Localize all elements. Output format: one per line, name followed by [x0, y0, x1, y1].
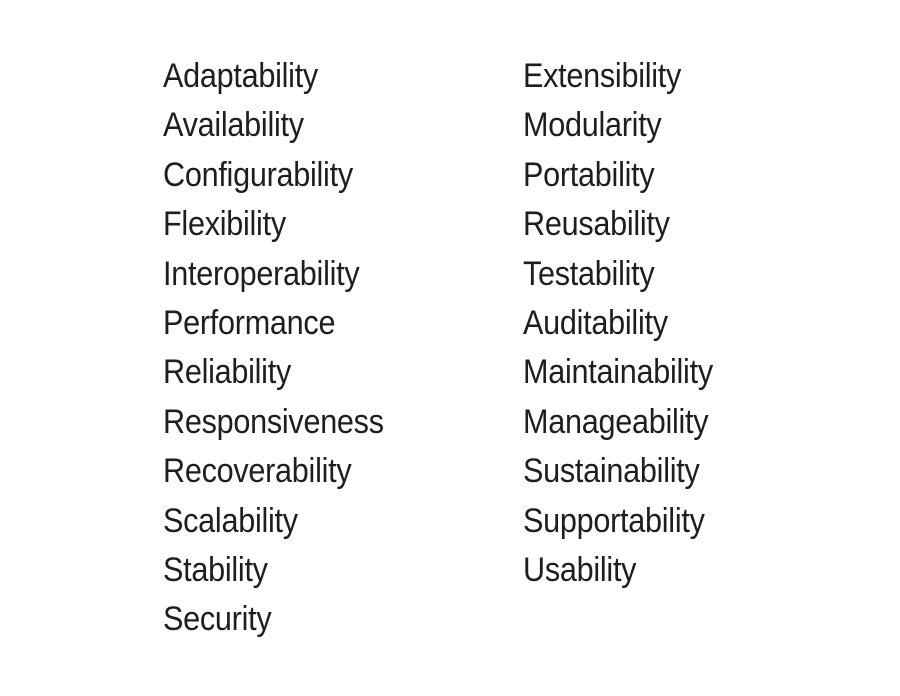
list-item: Extensibility — [523, 57, 682, 95]
list-item: Manageability — [523, 402, 709, 441]
list-item: Performance — [163, 303, 336, 342]
list-item: Adaptability — [163, 57, 318, 95]
list-item: Security — [163, 600, 272, 639]
list-item: Recoverability — [163, 452, 352, 491]
list-item: Scalability — [163, 501, 298, 540]
list-item: Maintainability — [523, 353, 713, 392]
list-item: Availability — [163, 106, 304, 145]
list-item: Testability — [523, 254, 655, 293]
list-item: Reusability — [523, 205, 670, 244]
list-item: Supportability — [523, 501, 705, 540]
list-item: Interoperability — [163, 254, 360, 293]
list-item: Configurability — [163, 155, 353, 194]
list-item: Sustainability — [523, 452, 700, 491]
list-item: Stability — [163, 550, 268, 589]
list-item: Portability — [523, 155, 655, 194]
left-attribute-list: Adaptability Availability Configurabilit… — [163, 52, 408, 645]
list-item: Flexibility — [163, 205, 286, 244]
list-item: Responsiveness — [163, 402, 384, 441]
right-attribute-list: Extensibility Modularity Portability Reu… — [523, 52, 734, 595]
list-item: Auditability — [523, 303, 668, 342]
list-item: Usability — [523, 550, 637, 589]
list-item: Modularity — [523, 106, 662, 145]
list-item: Reliability — [163, 353, 291, 392]
